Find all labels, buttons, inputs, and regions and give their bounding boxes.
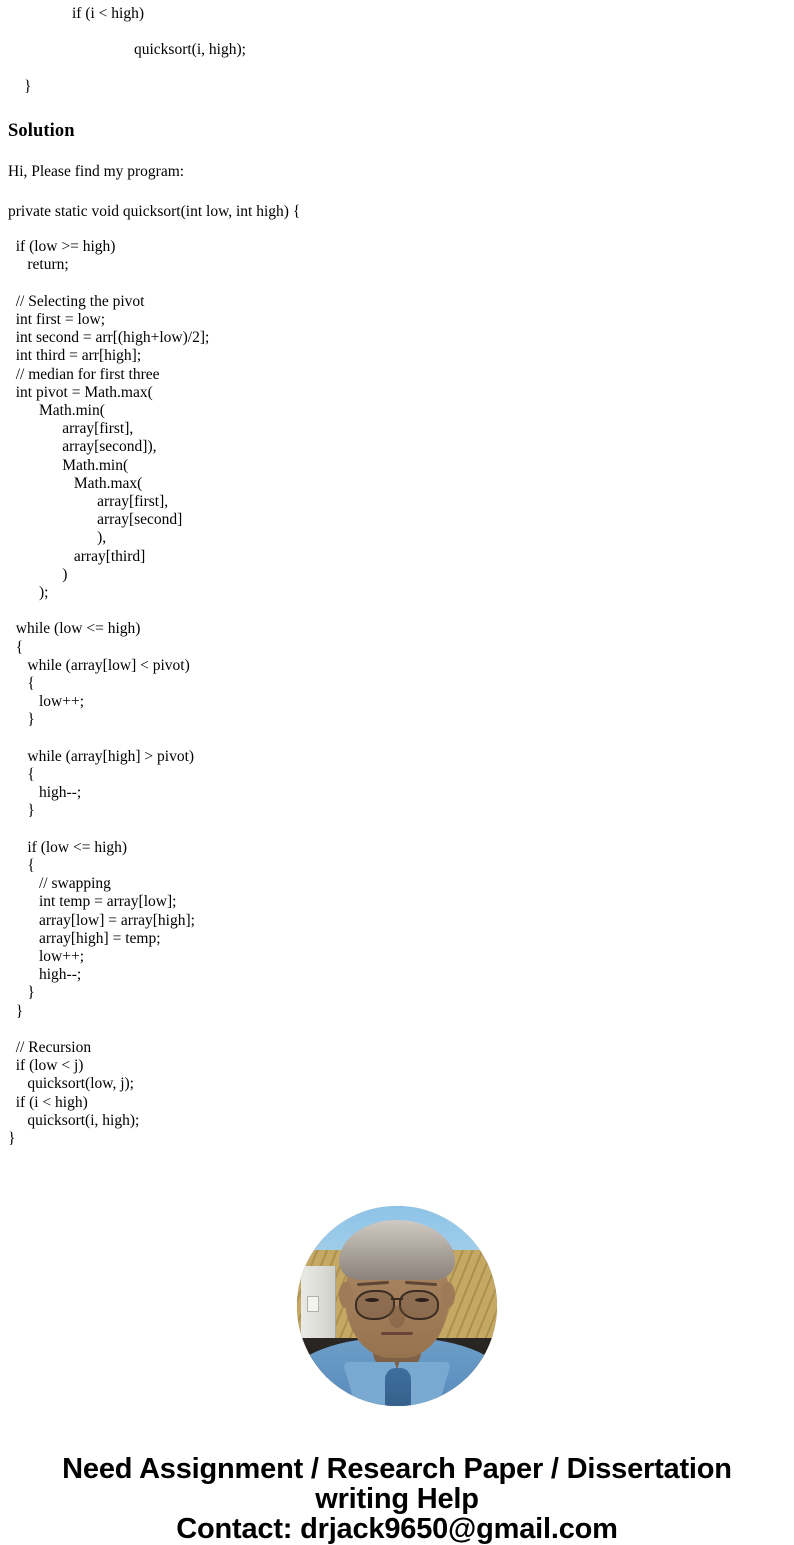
code-line: Math.min(: [8, 402, 105, 420]
code-line: Math.max(: [8, 474, 143, 492]
code-line: if (low < j): [8, 1057, 84, 1075]
avatar-ear-right: [441, 1282, 455, 1309]
code-fragment-line-2: quicksort(i, high);: [134, 41, 246, 59]
code-line: return;: [8, 256, 69, 274]
avatar-nose: [389, 1306, 405, 1329]
avatar-glasses-lens-right: [399, 1290, 439, 1321]
avatar-hair: [339, 1220, 455, 1281]
code-line: while (low <= high): [8, 620, 141, 638]
code-line: array[second]: [8, 511, 183, 529]
code-line: [8, 602, 786, 620]
code-line: array[third]: [8, 547, 146, 565]
code-line: // median for first three: [8, 365, 160, 383]
code-line: [8, 821, 786, 839]
code-line: array[second]),: [8, 438, 157, 456]
code-line: array[first],: [8, 493, 169, 511]
promo-footer: Need Assignment / Research Paper / Disse…: [8, 1406, 786, 1544]
code-line: if (low >= high): [8, 238, 116, 256]
avatar-eye-right: [415, 1298, 429, 1303]
code-line: // Selecting the pivot: [8, 292, 145, 310]
solution-heading: Solution: [8, 120, 75, 141]
code-line: low++;: [8, 948, 85, 966]
avatar-glasses-lens-left: [355, 1290, 395, 1321]
code-line: while (array[low] < pivot): [8, 656, 190, 674]
author-photo-container: [8, 1148, 786, 1407]
avatar-mouth: [381, 1332, 413, 1336]
code-line: high--;: [8, 784, 82, 802]
promo-contact-line: Contact: drjack9650@gmail.com: [176, 1513, 618, 1545]
code-line: int temp = array[low];: [8, 893, 177, 911]
code-line: [8, 1021, 786, 1039]
code-line: quicksort(i, high);: [8, 1111, 140, 1129]
avatar-ear-left: [339, 1282, 353, 1309]
code-line: array[low] = array[high];: [8, 911, 195, 929]
avatar-light-switch: [307, 1296, 319, 1313]
promo-headline-line-2: writing Help: [315, 1483, 479, 1516]
code-line: int third = arr[high];: [8, 347, 142, 365]
avatar-tie: [385, 1368, 411, 1407]
code-line: {: [8, 675, 35, 693]
code-line: // Recursion: [8, 1039, 92, 1057]
code-line: // swapping: [8, 875, 111, 893]
code-line: }: [8, 1002, 24, 1020]
code-fragment-line-1: if (i < high): [72, 5, 145, 22]
author-avatar: [297, 1206, 497, 1407]
code-line: int pivot = Math.max(: [8, 383, 153, 401]
code-line: {: [8, 857, 35, 875]
code-line: [8, 275, 786, 293]
code-line: ): [8, 565, 68, 583]
code-line: quicksort(low, j);: [8, 1075, 134, 1093]
code-line: high--;: [8, 966, 82, 984]
code-line: int first = low;: [8, 311, 106, 329]
code-line: [8, 730, 786, 748]
solution-intro-text: Hi, Please find my program:: [8, 163, 185, 181]
code-line: }: [8, 1130, 16, 1148]
code-line: ),: [8, 529, 107, 547]
avatar-eye-left: [365, 1298, 379, 1303]
code-line: if (low <= high): [8, 838, 128, 856]
promo-headline-line-1: Need Assignment / Research Paper / Disse…: [62, 1453, 732, 1486]
code-line: }: [8, 802, 35, 820]
quicksort-code-block: if (low >= high) return; // Selecting th…: [8, 221, 786, 1148]
code-line: while (array[high] > pivot): [8, 747, 195, 765]
code-line: array[high] = temp;: [8, 929, 161, 947]
code-line: int second = arr[(high+low)/2];: [8, 329, 210, 347]
code-line: {: [8, 766, 35, 784]
method-signature-line: private static void quicksort(int low, i…: [8, 202, 301, 220]
avatar-glasses-bridge: [391, 1298, 403, 1301]
code-line: Math.min(: [8, 456, 129, 474]
code-line: }: [8, 711, 35, 729]
code-line: );: [8, 584, 49, 602]
code-line: }: [8, 984, 35, 1002]
code-line: low++;: [8, 693, 85, 711]
code-line: {: [8, 638, 24, 656]
code-fragment-line-3: }: [24, 77, 32, 95]
code-line: if (i < high): [8, 1093, 88, 1111]
code-line: array[first],: [8, 420, 134, 438]
